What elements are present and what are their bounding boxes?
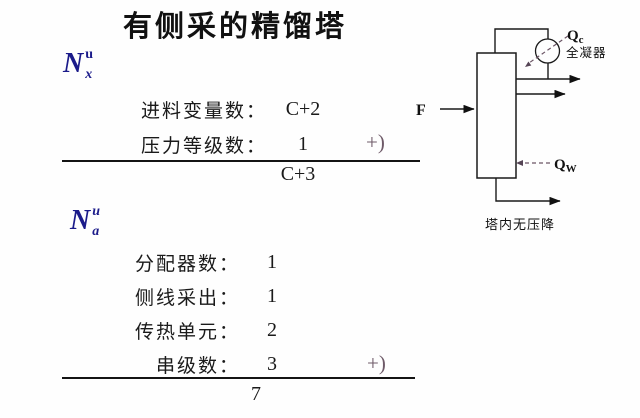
na-rows: 分配器数： 1 侧线采出： 1 传热单元： 2 串级数： 3 (30, 245, 288, 381)
nx-symbol-base: N (63, 48, 84, 79)
nx-sum-line (62, 160, 420, 162)
na-symbol: N u a (70, 204, 101, 239)
page-title: 有侧采的精馏塔 (122, 11, 347, 43)
condenser-label: 全凝器 (566, 45, 607, 60)
row-label: 进料变量数： (140, 101, 267, 122)
nx-symbol-scripts: u x (85, 47, 94, 82)
row-value: 1 (267, 284, 277, 307)
nx-symbol: N u x (63, 47, 94, 82)
column-body (476, 52, 517, 179)
no-pressure-drop-caption: 塔内无压降 (485, 217, 555, 232)
row-label: 分配器数： (134, 253, 240, 275)
nx-rows: 进料变量数： C+2 压力等级数： 1 (57, 92, 329, 162)
na-symbol-sub: a (92, 224, 100, 239)
na-row-side-draw: 侧线采出： 1 (30, 279, 288, 313)
row-label: 侧线采出： (134, 287, 240, 309)
condenser-circle (534, 38, 561, 64)
row-value: 1 (267, 250, 277, 273)
na-row-heat-units: 传热单元： 2 (30, 313, 288, 347)
row-value: 3 (267, 352, 277, 375)
qc-arrowhead (525, 61, 532, 67)
qc-label: Qc (567, 28, 584, 46)
row-label: 压力等级数： (140, 136, 267, 157)
nx-symbol-sup: u (85, 47, 94, 62)
row-value: 2 (267, 318, 277, 341)
bottoms-pipe (495, 178, 561, 206)
column-diagram: F Qc 全凝器 QW 塔内无压降 (416, 28, 607, 232)
na-symbol-base: N (70, 205, 91, 236)
qw-label: QW (554, 157, 577, 175)
row-value: 1 (298, 133, 308, 155)
nx-row-pressure-levels: 压力等级数： 1 (57, 127, 329, 162)
na-plus-sign: +) (367, 351, 386, 375)
na-sum-line (62, 377, 415, 379)
nx-symbol-sub: x (85, 67, 93, 82)
qc-dashed-arrow (528, 35, 569, 64)
na-row-cascades: 串级数： 3 (30, 347, 288, 381)
na-total: 7 (251, 383, 261, 405)
row-value: C+2 (285, 98, 321, 120)
feed-label: F (416, 102, 426, 119)
nx-row-feed-variables: 进料变量数： C+2 (57, 92, 329, 127)
row-label: 串级数： (155, 355, 240, 377)
qw-arrowhead (516, 160, 523, 166)
na-symbol-sup: u (92, 204, 101, 219)
row-label: 传热单元： (134, 321, 240, 343)
nx-plus-sign: +) (366, 130, 385, 154)
nx-total: C+3 (280, 163, 316, 185)
na-row-dividers: 分配器数： 1 (30, 245, 288, 279)
na-symbol-scripts: u a (92, 204, 101, 239)
